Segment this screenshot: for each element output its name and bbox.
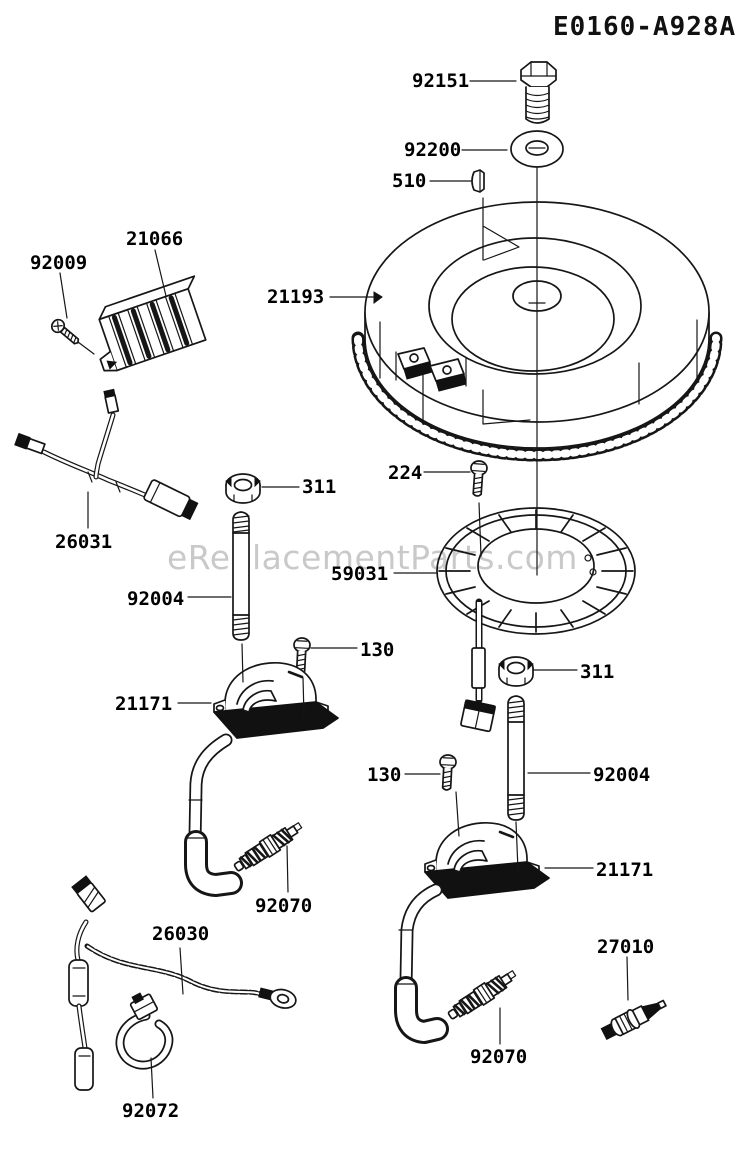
part-label-26031[interactable]: 26031	[55, 531, 113, 553]
part-label-92009[interactable]: 92009	[30, 252, 88, 274]
part-label-92070-right[interactable]: 92070	[470, 1046, 528, 1068]
flywheel-magnets	[395, 347, 467, 392]
ignition-coil-left	[212, 661, 340, 740]
part-label-224[interactable]: 224	[388, 462, 423, 484]
part-label-510[interactable]: 510	[392, 170, 427, 192]
part-label-21171-left[interactable]: 21171	[115, 693, 173, 715]
timing-mark	[482, 197, 520, 261]
stud-right	[507, 695, 525, 821]
stator	[436, 507, 636, 733]
part-label-92004-left[interactable]: 92004	[127, 588, 185, 610]
part-label-92151[interactable]: 92151	[412, 70, 470, 92]
plug-wire-left	[184, 733, 243, 897]
oil-pressure-switch	[600, 999, 667, 1041]
flywheel-hub	[512, 280, 562, 312]
ignition-coil-right	[423, 821, 551, 900]
nut-right	[498, 656, 534, 687]
wire-lead	[68, 875, 297, 1091]
part-label-26030[interactable]: 26030	[152, 923, 210, 945]
spark-plug-right	[443, 965, 521, 1025]
wiring-harness	[14, 388, 199, 521]
washer	[510, 130, 564, 168]
part-label-311-left[interactable]: 311	[302, 476, 337, 498]
leader-lines	[59, 80, 629, 1099]
plug-wire-right	[394, 883, 449, 1044]
part-label-21066[interactable]: 21066	[126, 228, 184, 250]
part-label-92072[interactable]: 92072	[122, 1100, 180, 1122]
regulator-screw	[50, 318, 80, 345]
woodruff-key	[471, 169, 485, 193]
part-label-59031[interactable]: 59031	[331, 563, 389, 585]
spark-plug-left	[229, 817, 307, 877]
flywheel-bolt	[520, 61, 557, 124]
part-label-130-left[interactable]: 130	[360, 639, 395, 661]
part-label-92070-left[interactable]: 92070	[255, 895, 313, 917]
voltage-regulator	[98, 275, 207, 372]
part-label-21193[interactable]: 21193	[267, 286, 325, 308]
part-label-21171-right[interactable]: 21171	[596, 859, 654, 881]
diagram-id: E0160-A928A	[553, 12, 737, 42]
part-label-27010[interactable]: 27010	[597, 936, 655, 958]
part-label-311-right[interactable]: 311	[580, 661, 615, 683]
part-label-92200[interactable]: 92200	[404, 139, 462, 161]
stud-left	[232, 511, 250, 641]
band-clamp	[115, 992, 174, 1070]
bolt-224	[468, 459, 489, 498]
part-label-130-right[interactable]: 130	[367, 764, 402, 786]
part-label-92004-right[interactable]: 92004	[593, 764, 651, 786]
bolt-130-right	[437, 753, 458, 792]
nut-left	[225, 473, 261, 504]
